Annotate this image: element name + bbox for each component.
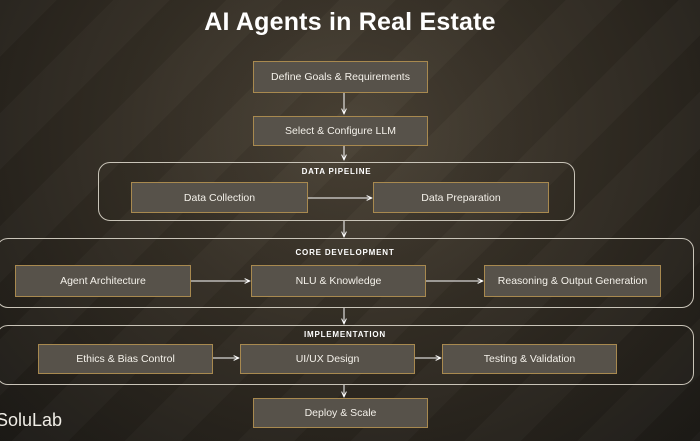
reasoning-output-node: Reasoning & Output Generation <box>484 265 661 297</box>
nlu-knowledge-node: NLU & Knowledge <box>251 265 426 297</box>
ui-ux-design-node: UI/UX Design <box>240 344 415 374</box>
core-development-group: CORE DEVELOPMENT <box>0 238 694 308</box>
data-collection-node: Data Collection <box>131 182 308 213</box>
ethics-bias-node: Ethics & Bias Control <box>38 344 213 374</box>
testing-validation-node: Testing & Validation <box>442 344 617 374</box>
data-preparation-node: Data Preparation <box>373 182 549 213</box>
page-title: AI Agents in Real Estate <box>204 8 496 36</box>
deploy-scale-node: Deploy & Scale <box>253 398 428 428</box>
implementation-group: IMPLEMENTATION <box>0 325 694 385</box>
data-pipeline-label: DATA PIPELINE <box>301 167 372 176</box>
define-goals-node: Define Goals & Requirements <box>253 61 428 93</box>
implementation-label: IMPLEMENTATION <box>303 330 386 339</box>
data-pipeline-group: DATA PIPELINE <box>98 162 575 221</box>
solulab-logo-text: SoluLab <box>0 410 63 430</box>
select-llm-node: Select & Configure LLM <box>253 116 428 146</box>
agent-architecture-node: Agent Architecture <box>15 265 191 297</box>
core-development-label: CORE DEVELOPMENT <box>295 248 395 257</box>
